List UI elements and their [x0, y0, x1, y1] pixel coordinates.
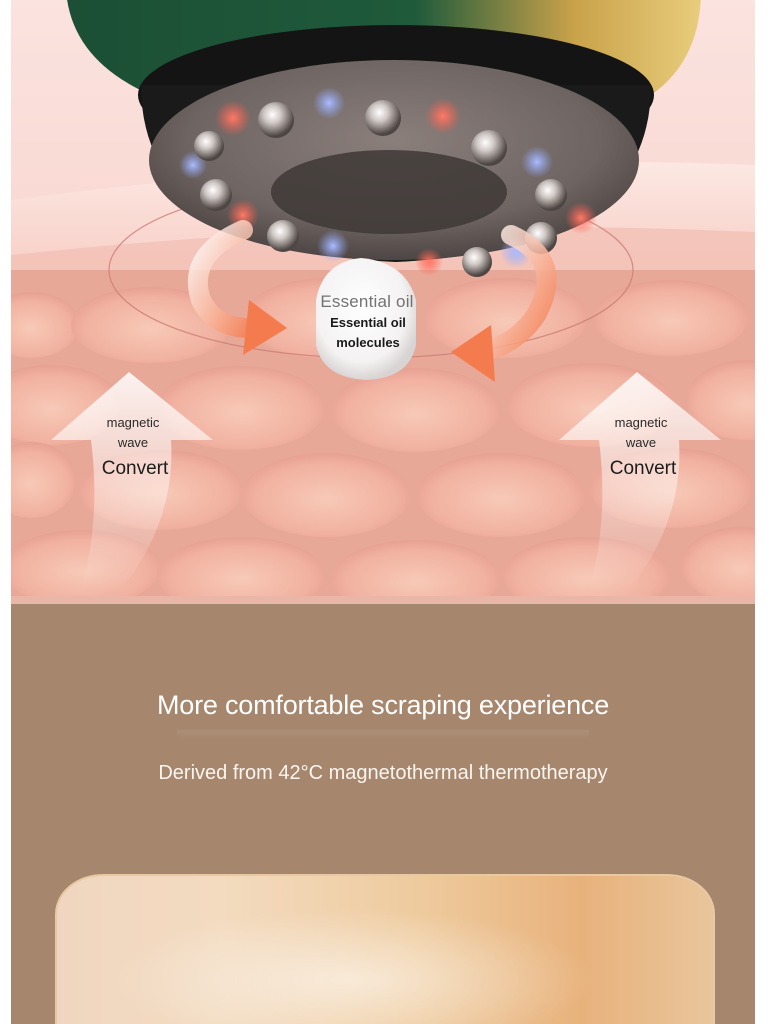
right-wave-line-1: magnetic — [614, 415, 668, 430]
subline: Derived from 42°C magnetothermal thermot… — [158, 762, 608, 784]
device-skin-illustration: Essential oil Essential oil molecules ma… — [11, 0, 755, 604]
curl-arrow-left — [187, 220, 287, 355]
left-wave-line-1: magnetic — [106, 415, 160, 430]
oil-droplet — [316, 258, 416, 380]
molecules-line-2: molecules — [336, 335, 400, 350]
headline: More comfortable scraping experience — [156, 690, 610, 720]
headline-reflection — [177, 730, 589, 740]
essential-oil-title: Essential oil — [320, 292, 414, 311]
wave-arrow-left — [51, 372, 213, 590]
left-convert-label: Convert — [101, 458, 169, 479]
wave-arrow-right — [559, 372, 721, 590]
device-head — [67, 0, 701, 277]
left-wave-line-2: wave — [117, 435, 149, 450]
info-section: More comfortable scraping experience Der… — [11, 604, 755, 1024]
right-wave-line-2: wave — [625, 435, 657, 450]
essential-oil-molecules-label: Essential oil molecules — [311, 313, 425, 353]
molecules-line-1: Essential oil — [330, 315, 406, 330]
right-margin — [755, 0, 768, 1024]
right-convert-label: Convert — [609, 458, 677, 479]
curl-arrow-right — [451, 225, 557, 382]
photo-frame — [55, 874, 715, 1024]
illustration-svg — [11, 0, 755, 604]
left-margin — [0, 0, 11, 1024]
